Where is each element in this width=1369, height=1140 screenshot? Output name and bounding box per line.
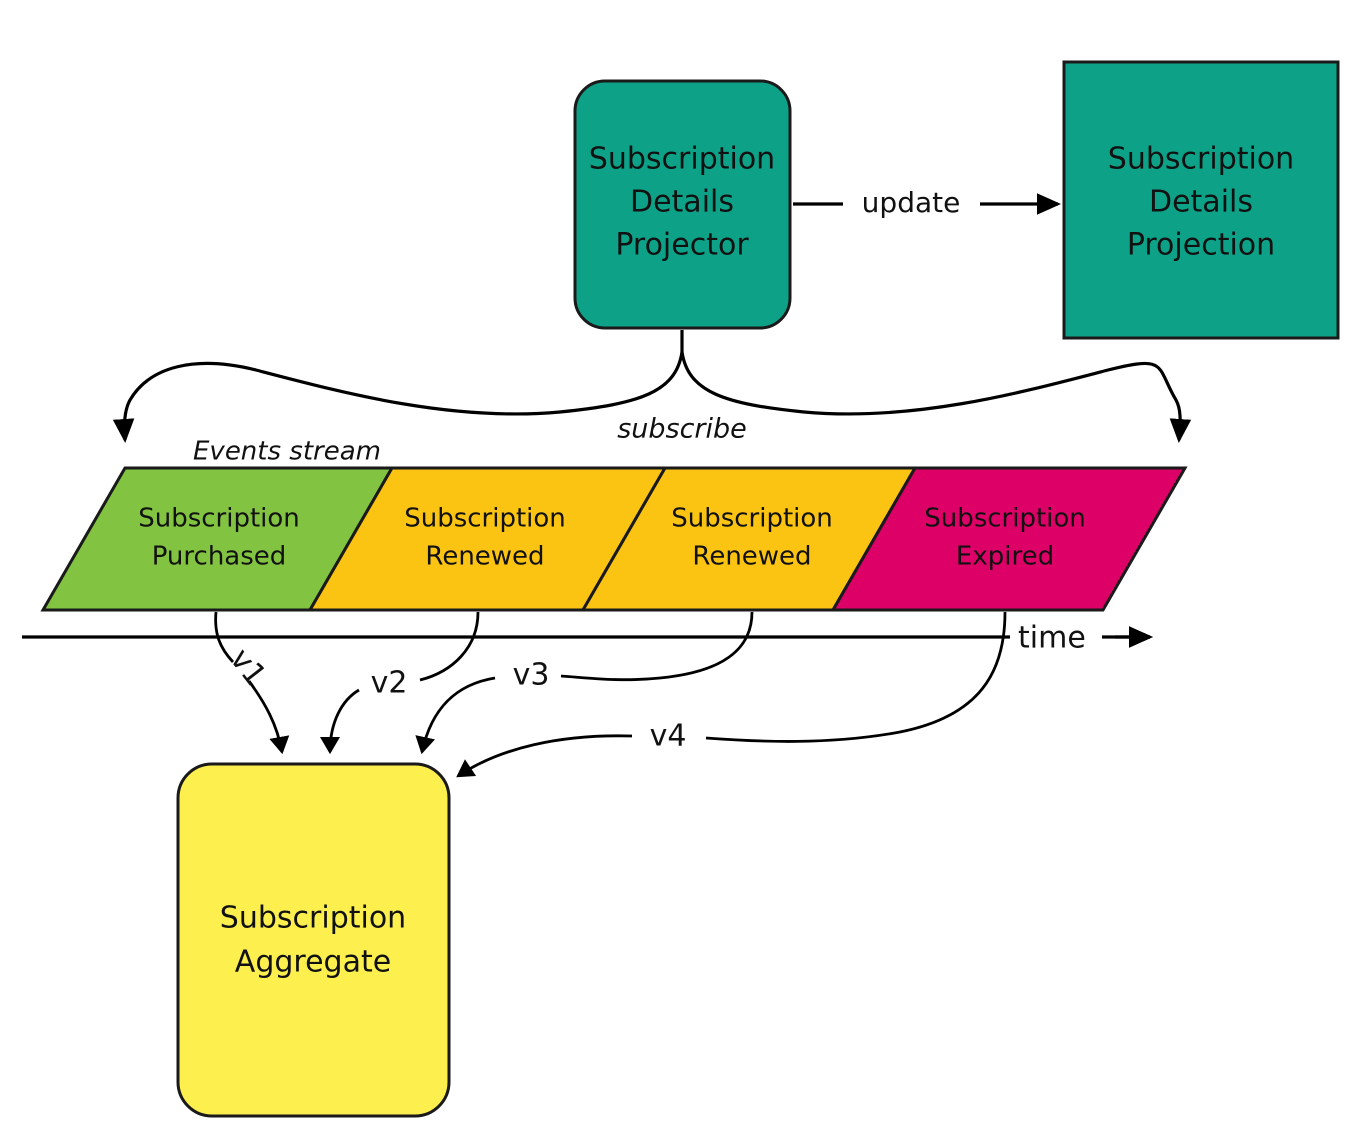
event-block-2[interactable]: Subscription Renewed xyxy=(307,466,668,612)
event-block-1-line2: Purchased xyxy=(152,542,287,572)
event-block-3[interactable]: Subscription Renewed xyxy=(580,466,918,612)
aggregate-box[interactable] xyxy=(176,762,451,1118)
time-label-backdrop xyxy=(1010,622,1115,654)
v4-edge-lower xyxy=(456,734,633,778)
v1-edge-lower xyxy=(247,680,290,755)
v2-edge-lower xyxy=(319,688,360,755)
projection-label-line1: Subscription xyxy=(1108,142,1294,177)
node-subscription-details-projector[interactable]: Subscription Details Projector xyxy=(573,79,792,330)
v3-label: v3 xyxy=(513,658,550,693)
event-block-4[interactable]: Subscription Expired xyxy=(830,466,1188,612)
node-subscription-aggregate[interactable]: Subscription Aggregate xyxy=(176,762,451,1118)
subscribe-edge-label: subscribe xyxy=(617,414,747,445)
aggregate-label-line2: Aggregate xyxy=(235,945,391,980)
v3-edge-lower xyxy=(415,676,496,755)
events-stream-caption: Events stream xyxy=(193,437,381,467)
v4-label: v4 xyxy=(650,719,687,754)
projection-label-line2: Details xyxy=(1149,185,1253,220)
events-stream: Subscription Purchased Subscription Rene… xyxy=(40,466,1188,612)
v1-label: v1 xyxy=(223,642,273,693)
time-axis: time xyxy=(22,621,1153,656)
v2-edge-upper xyxy=(419,611,480,682)
event-block-3-line2: Renewed xyxy=(692,542,811,572)
time-axis-label: time xyxy=(1018,621,1086,656)
update-edge-label: update xyxy=(862,186,961,219)
v1-edge-upper xyxy=(214,611,235,663)
node-subscription-details-projection[interactable]: Subscription Details Projection xyxy=(1062,60,1340,340)
event-block-4-line2: Expired xyxy=(956,542,1054,572)
event-block-2-line1: Subscription xyxy=(404,504,566,534)
event-block-4-line1: Subscription xyxy=(924,504,1086,534)
edge-subscribe: subscribe xyxy=(112,330,1192,445)
subscribe-branch-right xyxy=(680,351,1192,443)
v3-edge-upper xyxy=(560,611,754,682)
projection-box[interactable] xyxy=(1062,60,1340,340)
event-block-3-line1: Subscription xyxy=(671,504,833,534)
projection-label-line3: Projection xyxy=(1127,228,1275,263)
event-block-1-line1: Subscription xyxy=(138,504,300,534)
v2-label: v2 xyxy=(371,666,408,701)
aggregate-label-line1: Subscription xyxy=(220,901,406,936)
v4-edge-upper xyxy=(705,611,1007,743)
projector-box[interactable] xyxy=(573,79,792,330)
edge-update: update xyxy=(793,186,1061,219)
event-block-4-shape[interactable] xyxy=(830,466,1188,612)
event-block-2-line2: Renewed xyxy=(425,542,544,572)
projector-label-line1: Subscription xyxy=(589,142,775,177)
projector-label-line2: Details xyxy=(630,185,734,220)
subscribe-branch-left xyxy=(112,351,684,443)
projector-label-line3: Projector xyxy=(615,228,749,263)
